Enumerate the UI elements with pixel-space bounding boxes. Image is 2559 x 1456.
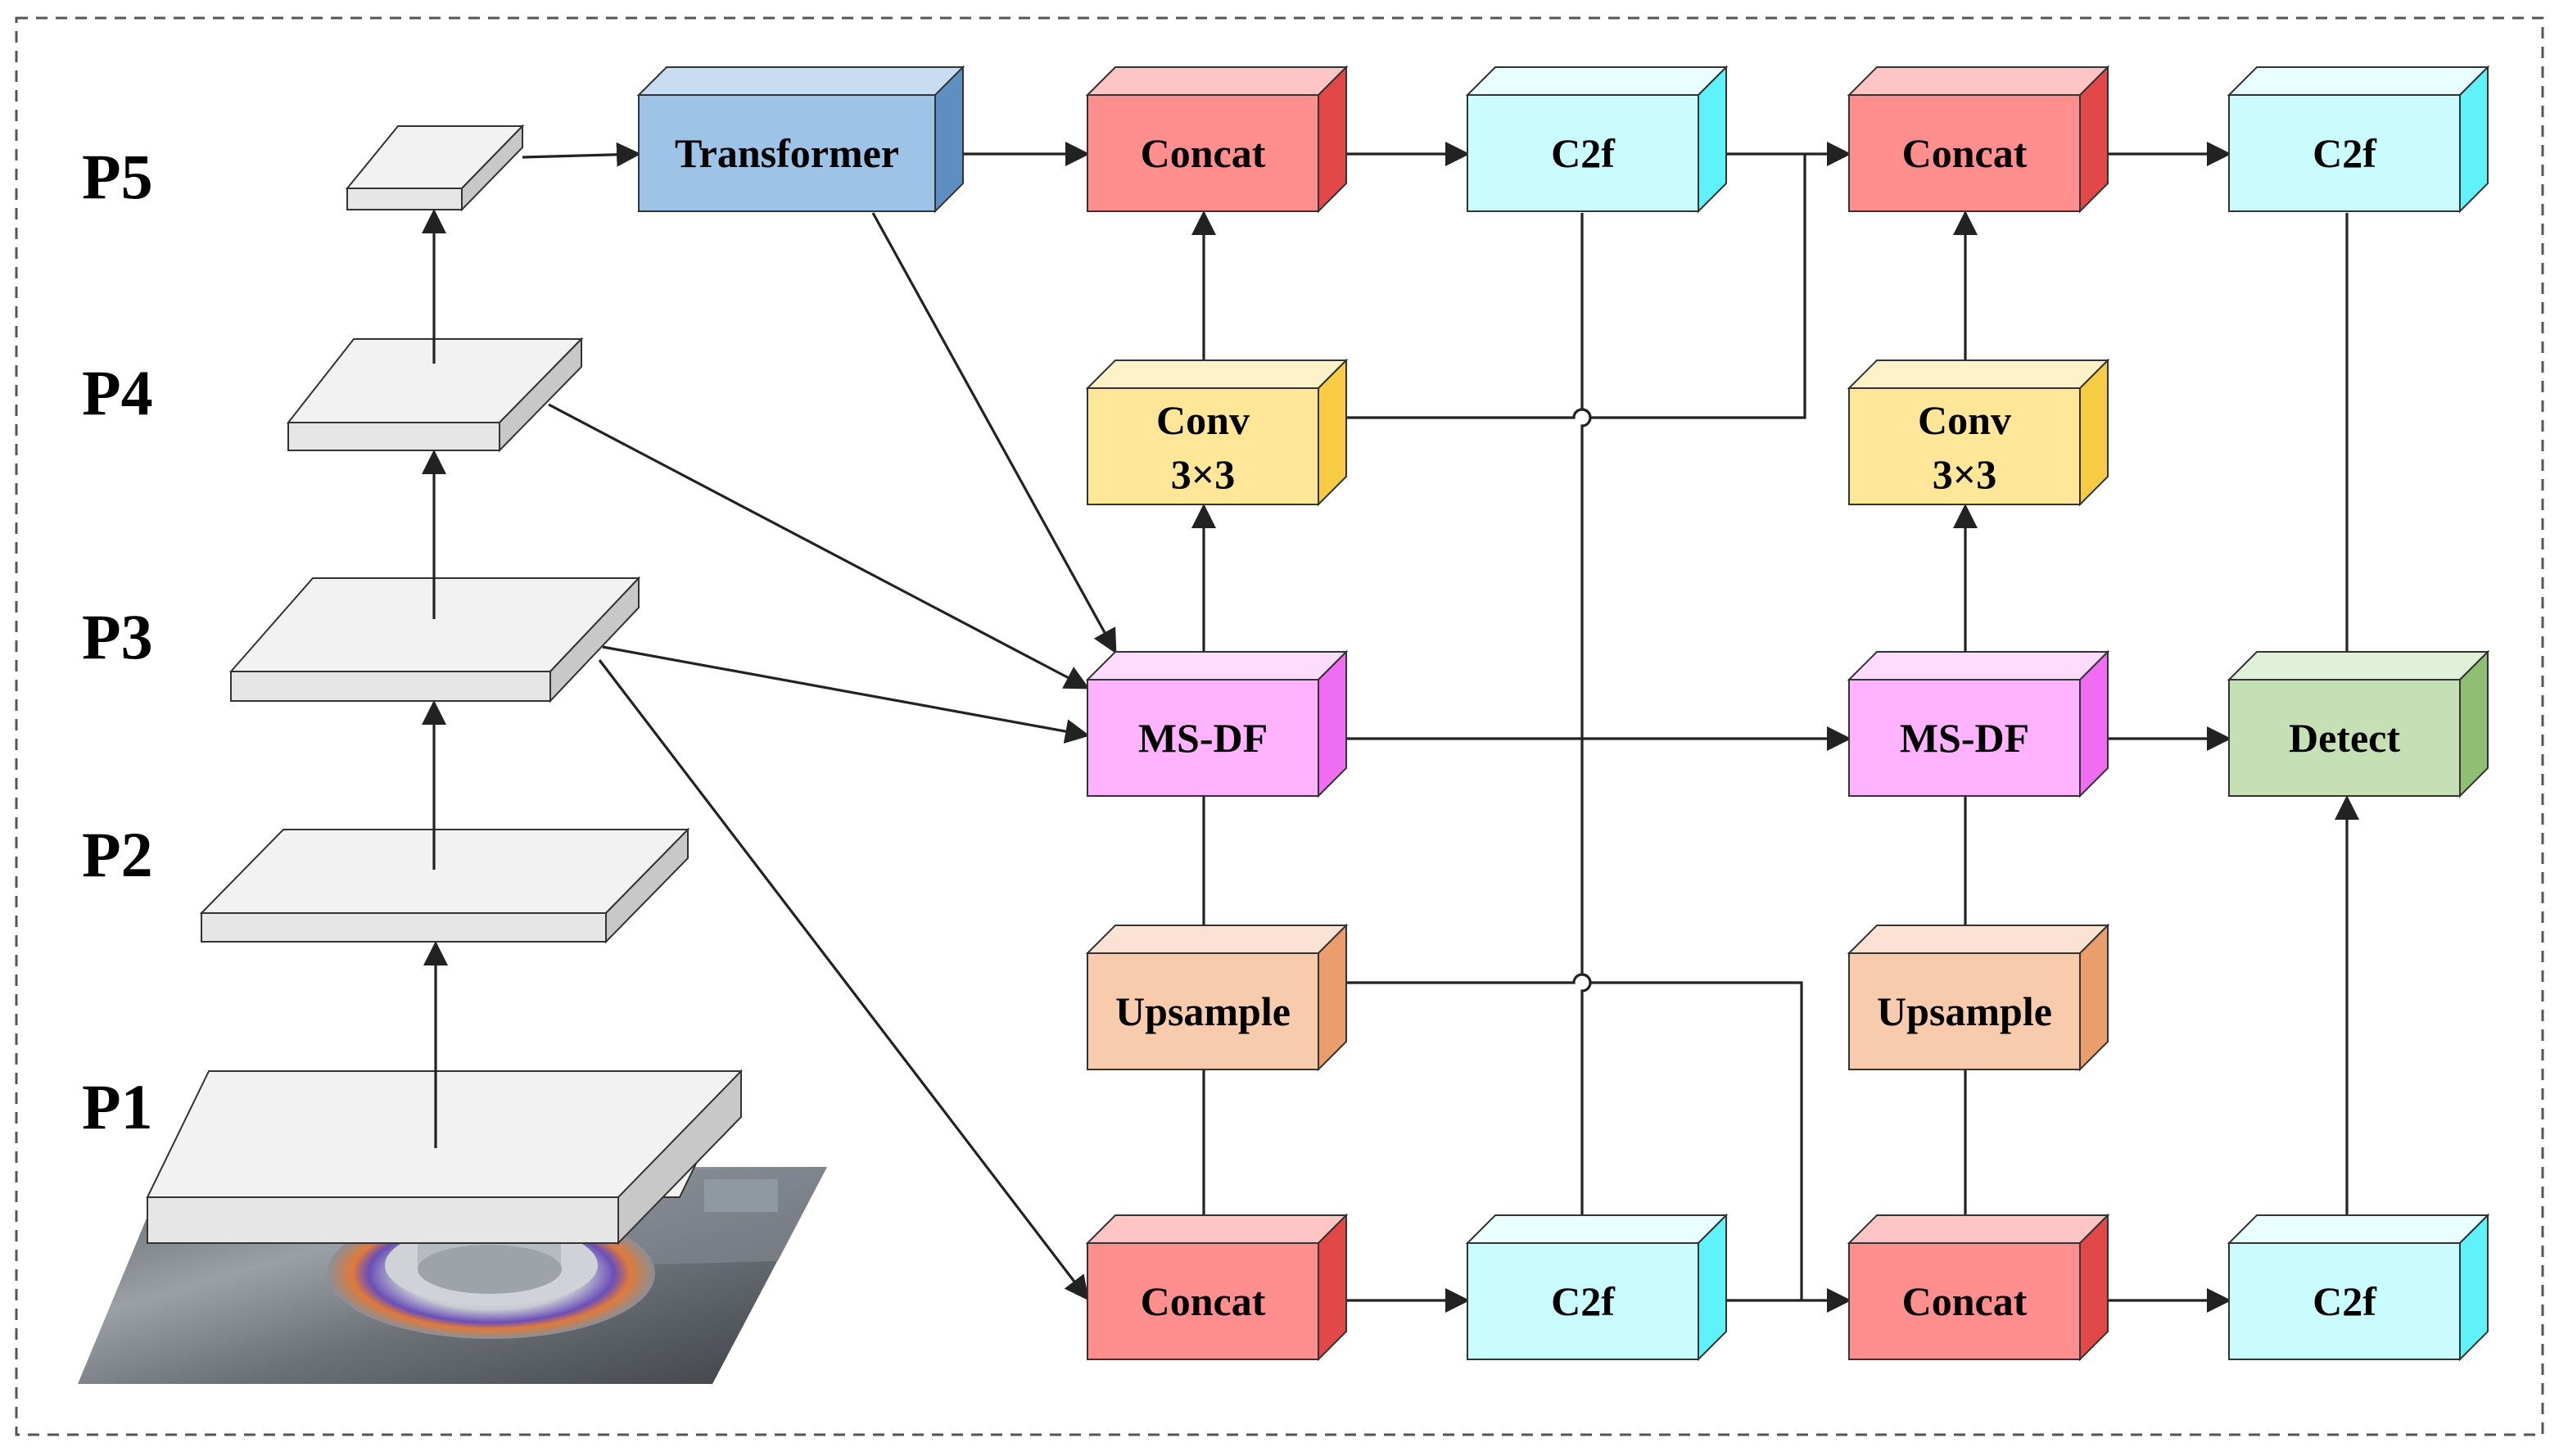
- transformer-block: Transformer: [636, 65, 965, 214]
- conv-2-label-line1: Conv: [1918, 397, 2011, 443]
- level-label-p1: P1: [82, 1071, 153, 1142]
- wire-c2f-bottom1-to-c2f-top1: [1580, 213, 1592, 1240]
- detect-label: Detect: [2289, 715, 2400, 761]
- upsample-2-block: Upsample: [1847, 923, 2110, 1072]
- arrow-p3-msdf: [602, 645, 1090, 744]
- c2f-top-2-block: C2f: [2227, 65, 2490, 214]
- msdf-1-label: MS-DF: [1138, 715, 1268, 761]
- arrow-p4-msdf: [548, 403, 1090, 690]
- arrow-p3-concat-bottom: [598, 659, 1089, 1301]
- c2f-top-1-label: C2f: [1551, 130, 1616, 176]
- transformer-label: Transformer: [675, 130, 899, 176]
- arrow-p5-transformer: [522, 142, 641, 167]
- pyramid-slab-p3: [228, 576, 641, 703]
- level-label-p4: P4: [82, 357, 153, 428]
- concat-bottom-1-label: Concat: [1141, 1278, 1266, 1324]
- level-label-p5: P5: [82, 141, 153, 212]
- concat-top-2-label: Concat: [1902, 130, 2028, 176]
- c2f-bottom-1-block: C2f: [1465, 1213, 1729, 1362]
- pyramid-slab-p2: [199, 827, 690, 944]
- upsample-1-block: Upsample: [1085, 923, 1349, 1072]
- wire-upsample1-to-bottom-concat2: [1343, 973, 1803, 1300]
- upsample-2-label: Upsample: [1877, 988, 2052, 1034]
- msdf-2-block: MS-DF: [1847, 649, 2110, 798]
- level-label-p3: P3: [82, 601, 153, 672]
- c2f-top-2-label: C2f: [2313, 130, 2377, 176]
- pyramid-slab-p4: [286, 337, 584, 453]
- concat-bottom-2-block: Concat: [1847, 1213, 2110, 1362]
- concat-bottom-2-label: Concat: [1902, 1278, 2028, 1324]
- msdf-1-block: MS-DF: [1085, 649, 1349, 798]
- msdf-2-label: MS-DF: [1900, 715, 2029, 761]
- c2f-bottom-2-block: C2f: [2227, 1213, 2490, 1362]
- pyramid-slab-p1: [146, 1069, 743, 1246]
- conv-2-block: Conv 3×3: [1847, 358, 2110, 507]
- outer-frame: [15, 16, 2544, 1436]
- concat-top-1-label: Concat: [1141, 130, 1266, 176]
- wire-conv1-to-top-concat2: [1343, 154, 1806, 419]
- concat-top-2-block: Concat: [1847, 65, 2110, 214]
- c2f-bottom-2-label: C2f: [2313, 1278, 2377, 1324]
- conv-2-label-line2: 3×3: [1933, 451, 1997, 497]
- c2f-top-1-block: C2f: [1465, 65, 1729, 214]
- concat-bottom-1-block: Concat: [1085, 1213, 1349, 1362]
- arrow-transformer-msdf: [871, 212, 1117, 654]
- conv-1-label-line2: 3×3: [1171, 451, 1236, 497]
- conv-1-block: Conv 3×3: [1085, 358, 1349, 507]
- concat-top-1-block: Concat: [1085, 65, 1349, 214]
- detect-block: Detect: [2227, 649, 2490, 798]
- upsample-1-label: Upsample: [1115, 988, 1291, 1034]
- conv-1-label-line1: Conv: [1156, 397, 1250, 443]
- c2f-bottom-1-label: C2f: [1551, 1278, 1616, 1324]
- level-label-p2: P2: [82, 819, 153, 890]
- pyramid-slab-p5: [345, 124, 525, 212]
